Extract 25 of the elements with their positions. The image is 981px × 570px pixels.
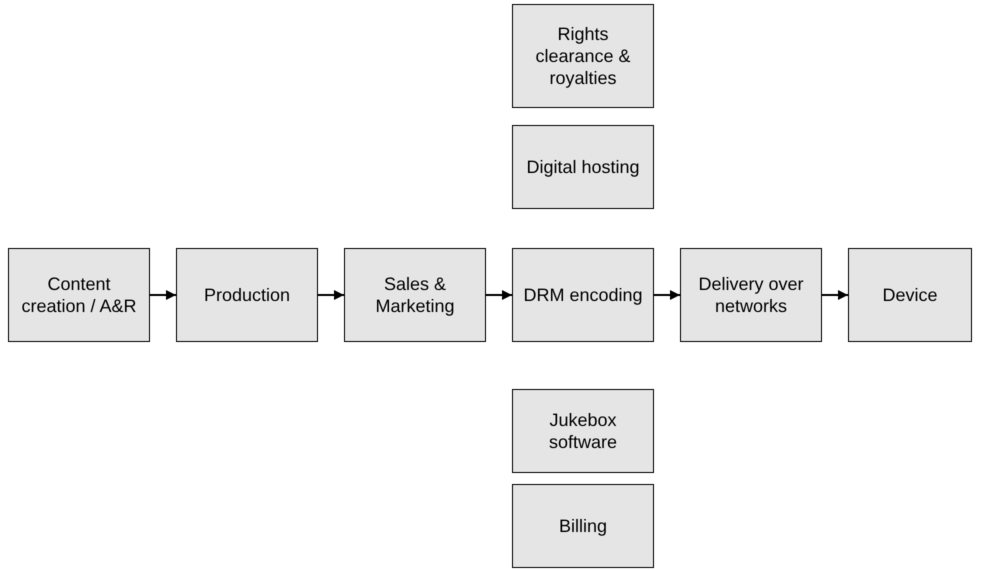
arrow <box>318 290 344 300</box>
box-label: DRM encoding <box>523 284 643 306</box>
box-label: Delivery over networks <box>697 273 805 317</box>
arrow <box>150 290 176 300</box>
box-label: Device <box>882 284 938 306</box>
process-box <box>8 248 150 342</box>
arrow <box>654 290 680 300</box>
arrow <box>486 290 512 300</box>
box-label: Sales & Marketing <box>374 273 456 317</box>
process-box <box>512 4 654 108</box>
box-label: Billing <box>558 515 608 537</box>
process-box <box>176 248 318 342</box>
process-box <box>344 248 486 342</box>
box-label: Rights clearance & royalties <box>534 23 632 89</box>
process-box <box>512 248 654 342</box>
process-box <box>512 484 654 568</box>
box-label: Content creation / A&R <box>20 273 138 317</box>
box-label: Production <box>204 284 290 306</box>
process-box <box>512 125 654 209</box>
arrow <box>822 290 848 300</box>
box-label: Digital hosting <box>526 156 640 178</box>
process-box <box>512 389 654 473</box>
process-box <box>680 248 822 342</box>
process-box <box>848 248 972 342</box>
box-label: Jukebox software <box>548 409 618 453</box>
